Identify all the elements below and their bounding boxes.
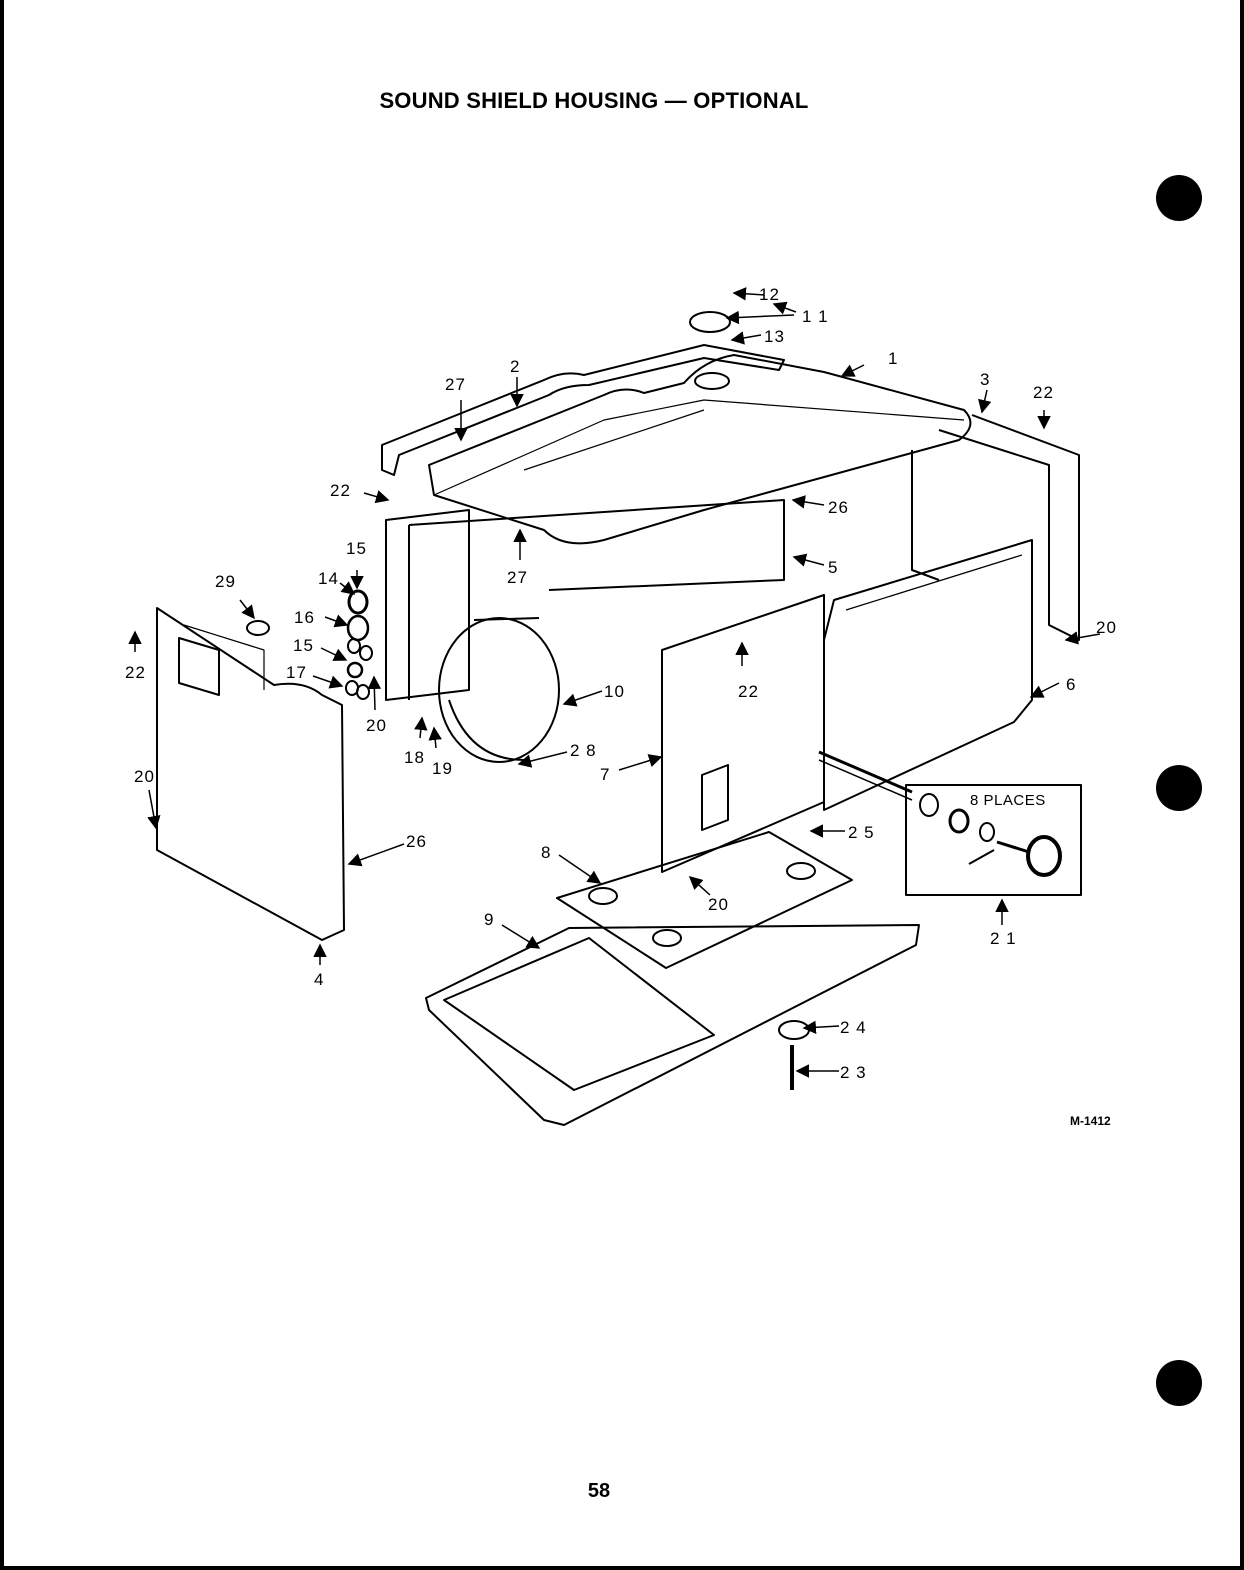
part-side-panel-left — [385, 509, 470, 701]
label-part-19: 19 — [432, 759, 453, 778]
label-part-20d: 20 — [708, 895, 729, 914]
part-vent-cap — [689, 311, 731, 333]
label-part-9: 9 — [484, 910, 494, 929]
label-part-25: 2 5 — [848, 823, 875, 842]
label-part-26a: 26 — [828, 498, 849, 517]
binder-hole-middle — [1156, 765, 1202, 811]
part-mount-pad — [778, 1020, 810, 1040]
label-part-7: 7 — [600, 765, 610, 784]
part-base-plate — [556, 831, 853, 969]
label-part-22b: 22 — [125, 663, 146, 682]
callout-note: 8 PLACES — [970, 792, 1046, 809]
label-part-6: 6 — [1066, 675, 1076, 694]
label-part-18: 18 — [404, 748, 425, 767]
part-right-housing — [938, 414, 1080, 641]
exploded-parts-diagram: 1 2 3 4 5 6 7 8 9 10 1 1 12 13 14 15 16 … — [125, 285, 1117, 1126]
page-number: 58 — [587, 1480, 611, 1502]
label-part-8: 8 — [541, 843, 551, 862]
label-part-14: 14 — [318, 569, 339, 588]
label-part-27b: 27 — [507, 568, 528, 587]
label-part-21: 2 1 — [990, 929, 1017, 948]
label-part-10: 10 — [604, 682, 625, 701]
detail-inset-box — [905, 784, 1082, 896]
label-part-3: 3 — [980, 370, 990, 389]
part-floor-base — [425, 924, 920, 1126]
label-part-29: 29 — [215, 572, 236, 591]
label-part-20b: 20 — [366, 716, 387, 735]
label-part-28: 2 8 — [570, 741, 597, 760]
label-part-23: 2 3 — [840, 1063, 867, 1082]
part-center-panel — [661, 594, 825, 873]
figure-code: M-1412 — [1070, 1114, 1111, 1128]
binder-hole-bottom — [1156, 1360, 1202, 1406]
part-top-rail — [381, 344, 785, 476]
label-part-2: 2 — [510, 357, 520, 376]
label-part-26b: 26 — [406, 832, 427, 851]
part-front-panel — [823, 539, 1033, 811]
label-part-20a: 20 — [1096, 618, 1117, 637]
label-part-12: 12 — [759, 285, 780, 304]
label-part-15a: 15 — [346, 539, 367, 558]
label-part-22a: 22 — [330, 481, 351, 500]
label-part-4: 4 — [314, 970, 324, 989]
page-title: SOUND SHIELD HOUSING — OPTIONAL — [379, 88, 809, 113]
label-part-20c: 20 — [134, 767, 155, 786]
binder-hole-top — [1156, 175, 1202, 221]
part-end-panel — [156, 607, 345, 941]
label-part-5: 5 — [828, 558, 838, 577]
label-part-15b: 15 — [293, 636, 314, 655]
label-part-22c: 22 — [738, 682, 759, 701]
label-part-11: 1 1 — [802, 307, 829, 326]
label-part-22d: 22 — [1033, 383, 1054, 402]
label-part-16: 16 — [294, 608, 315, 627]
label-part-17: 17 — [286, 663, 307, 682]
part-duct-ring — [438, 617, 560, 763]
label-part-24: 2 4 — [840, 1018, 867, 1037]
label-part-27a: 27 — [445, 375, 466, 394]
label-part-13: 13 — [764, 327, 785, 346]
part-top-cover — [428, 354, 972, 545]
part-grommet — [246, 620, 270, 636]
label-part-1: 1 — [888, 349, 898, 368]
